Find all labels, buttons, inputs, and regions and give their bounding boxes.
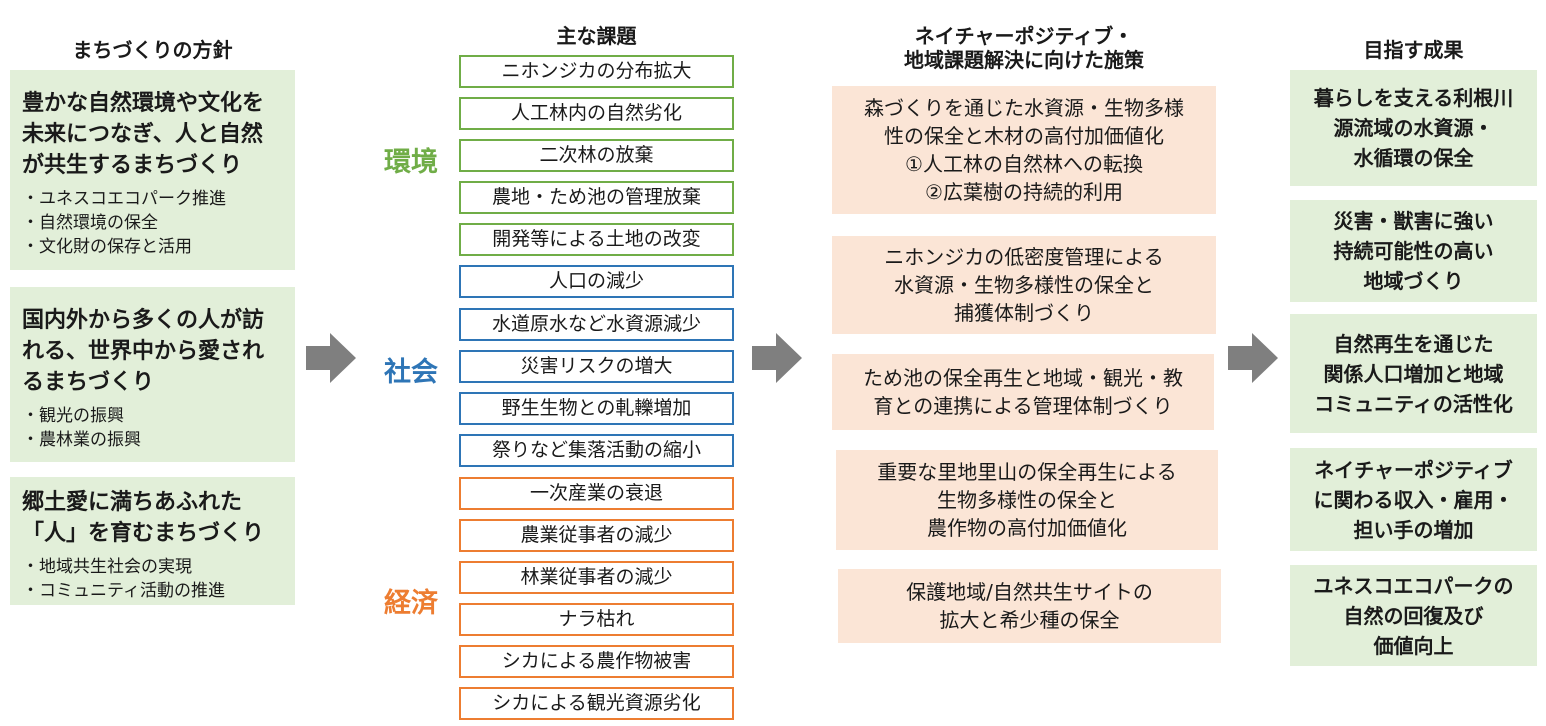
outcome-box: 自然再生を通じた 関係人口増加と地域 コミュニティの活性化 — [1290, 314, 1537, 433]
issue-society: 人口の減少 — [459, 265, 734, 298]
issue-society: 野生生物との軋轢増加 — [459, 392, 734, 425]
policy-bullet: ・観光の振興 — [22, 406, 124, 426]
policy-title: 郷土愛に満ちあふれた 「人」を育むまちづくり — [22, 490, 265, 546]
outcome-box: 暮らしを支える利根川 源流域の水資源・ 水循環の保全 — [1290, 70, 1537, 186]
outcome-box: ネイチャーポジティブ に関わる収入・雇用・ 担い手の増加 — [1290, 448, 1537, 551]
policy-box: 郷土愛に満ちあふれた 「人」を育むまちづくり ・地域共生社会の実現 ・コミュニテ… — [10, 477, 295, 605]
issue-economy: 林業従事者の減少 — [459, 561, 734, 594]
header-measures: ネイチャーポジティブ・ 地域課題解決に向けた施策 — [904, 24, 1144, 72]
arrow-right-icon — [752, 333, 802, 383]
measure-box: ニホンジカの低密度管理による 水資源・生物多様性の保全と 捕獲体制づくり — [832, 236, 1216, 334]
outcome-box: ユネスコエコパークの 自然の回復及び 価値向上 — [1290, 565, 1537, 666]
header-outcomes: 目指す成果 — [1363, 38, 1464, 62]
policy-box: 国内外から多くの人が訪 れる、世界中から愛され るまちづくり ・観光の振興 ・農… — [10, 287, 295, 462]
issue-society: 災害リスクの増大 — [459, 350, 734, 383]
issue-environment: ニホンジカの分布拡大 — [459, 55, 734, 88]
issue-economy: 農業従事者の減少 — [459, 519, 734, 552]
issue-society: 祭りなど集落活動の縮小 — [459, 434, 734, 467]
issue-economy: ナラ枯れ — [459, 603, 734, 636]
policy-bullet: ・ユネスコエコパーク推進 — [22, 189, 226, 209]
policy-title: 豊かな自然環境や文化を 未来につなぎ、人と自然 が共生するまちづくり — [22, 91, 265, 178]
policy-bullet: ・自然環境の保全 — [22, 213, 158, 233]
issue-society: 水道原水など水資源減少 — [459, 308, 734, 341]
policy-box: 豊かな自然環境や文化を 未来につなぎ、人と自然 が共生するまちづくり ・ユネスコ… — [10, 70, 295, 270]
header-policy: まちづくりの方針 — [72, 38, 233, 62]
policy-bullet: ・農林業の振興 — [22, 430, 141, 450]
measure-box: 重要な里地里山の保全再生による 生物多様性の保全と 農作物の高付加価値化 — [836, 450, 1218, 550]
issue-environment: 二次林の放棄 — [459, 139, 734, 172]
policy-title: 国内外から多くの人が訪 れる、世界中から愛され るまちづくり — [22, 308, 265, 395]
policy-bullet: ・地域共生社会の実現 — [22, 557, 192, 577]
issue-environment: 人工林内の自然劣化 — [459, 97, 734, 130]
issue-economy: シカによる観光資源劣化 — [459, 687, 734, 720]
issue-economy: 一次産業の衰退 — [459, 477, 734, 510]
policy-bullet: ・文化財の保存と活用 — [22, 237, 192, 257]
header-issues: 主な課題 — [556, 24, 637, 48]
category-society: 社会 — [384, 357, 438, 388]
arrow-right-icon — [306, 333, 356, 383]
policy-bullet: ・コミュニティ活動の推進 — [22, 581, 225, 601]
measure-box: ため池の保全再生と地域・観光・教 育との連携による管理体制づくり — [832, 354, 1214, 430]
issue-environment: 開発等による土地の改変 — [459, 223, 734, 256]
arrow-right-icon — [1228, 333, 1278, 383]
measure-box: 保護地域/自然共生サイトの 拡大と希少種の保全 — [838, 569, 1221, 643]
issue-environment: 農地・ため池の管理放棄 — [459, 181, 734, 214]
category-environment: 環境 — [384, 147, 438, 178]
outcome-box: 災害・獣害に強い 持続可能性の高い 地域づくり — [1290, 200, 1537, 302]
category-economy: 経済 — [384, 588, 438, 619]
issue-economy: シカによる農作物被害 — [459, 645, 734, 678]
measure-box: 森づくりを通じた水資源・生物多様 性の保全と木材の高付加価値化 ①人工林の自然林… — [832, 86, 1216, 214]
